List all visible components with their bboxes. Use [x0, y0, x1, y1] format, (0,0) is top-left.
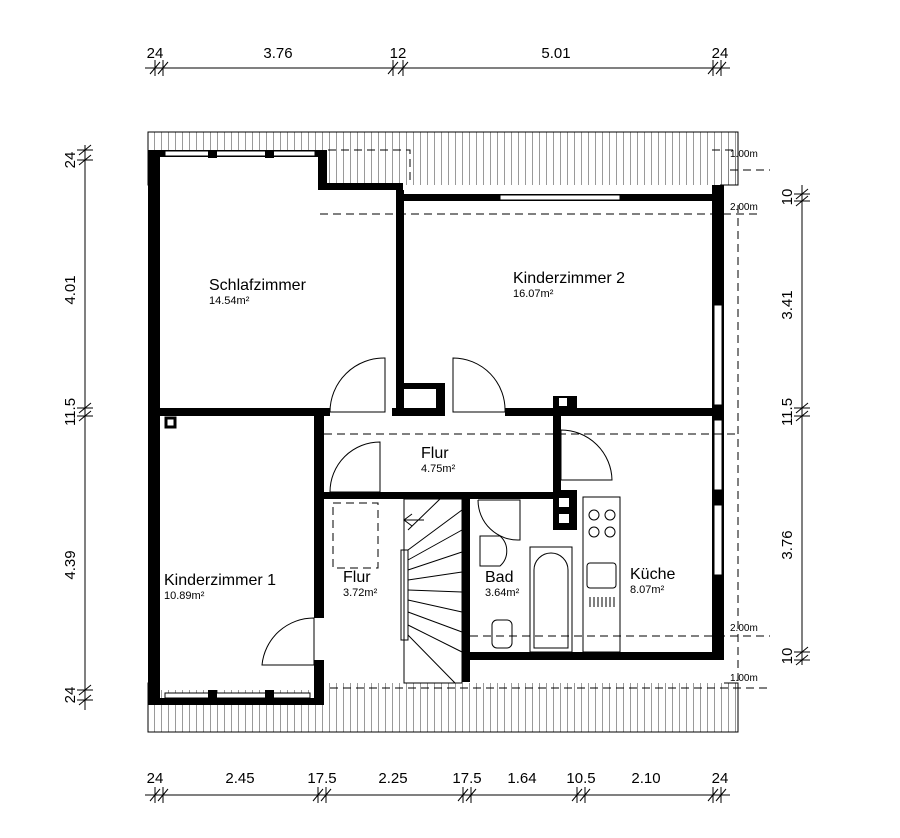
dimension-label: 24	[147, 45, 164, 62]
dimension-label: 24	[62, 687, 79, 704]
dimension-left: 24 4.01 11.5 4.39 24	[62, 144, 93, 710]
room-area: 10.89m²	[164, 590, 205, 602]
dimension-label: 24	[147, 770, 164, 787]
doors	[261, 357, 613, 666]
dimension-label: 24	[62, 152, 79, 169]
room-area: 3.64m²	[485, 587, 520, 599]
dimension-label: 2.25	[378, 770, 407, 787]
dimension-label: 3.41	[779, 290, 796, 319]
dimension-label: 24	[712, 770, 729, 787]
dimension-label: 24	[712, 45, 729, 62]
dimension-label: 3.76	[779, 530, 796, 559]
dimension-label: 2.45	[225, 770, 254, 787]
dimension-label: 11.5	[779, 398, 796, 426]
dimension-label: 4.39	[62, 550, 79, 579]
dimension-label: 17.5	[452, 770, 481, 787]
room-area: 14.54m²	[209, 295, 250, 307]
room-area: 16.07m²	[513, 288, 554, 300]
room-name: Kinderzimmer 2	[513, 270, 625, 287]
room-name: Schlafzimmer	[209, 277, 307, 294]
room-area: 8.07m²	[630, 584, 665, 596]
room-name: Bad	[485, 569, 513, 586]
dimension-label: 5.01	[541, 45, 570, 62]
dimension-right: 10 3.41 11.5 3.76 10	[779, 185, 810, 666]
room-name: Kinderzimmer 1	[164, 572, 276, 589]
dimension-label: 10	[779, 648, 796, 665]
dimension-top: 24 3.76 12 5.01 24	[145, 45, 730, 76]
room-area: 4.75m²	[421, 463, 456, 475]
height-marker: 1.00m	[730, 149, 758, 160]
room-name: Flur	[343, 569, 371, 586]
dimension-label: 2.10	[631, 770, 660, 787]
dimension-bottom: 24 2.45 17.5 2.25 17.5 1.64 10.5 2.10 24	[145, 770, 730, 803]
dimension-label: 17.5	[307, 770, 336, 787]
height-lines	[320, 149, 770, 690]
dimension-label: 11.5	[62, 398, 79, 426]
dimension-label: 10.5	[566, 770, 595, 787]
room-area: 3.72m²	[343, 587, 378, 599]
dimension-label: 12	[390, 45, 407, 62]
staircase	[400, 498, 463, 684]
windows	[148, 150, 723, 705]
room-name: Flur	[421, 445, 449, 462]
room-name: Küche	[630, 566, 675, 583]
height-marker: 1.00m	[730, 673, 758, 684]
dimension-label: 4.01	[62, 275, 79, 304]
height-marker: 2.00m	[730, 623, 758, 634]
dimension-label: 10	[779, 189, 796, 206]
dimension-label: 3.76	[263, 45, 292, 62]
walls	[148, 150, 724, 705]
roof-overhang-bottom	[147, 682, 739, 733]
dimension-label: 1.64	[507, 770, 536, 787]
height-marker: 2.00m	[730, 202, 758, 213]
fixtures	[479, 496, 621, 653]
